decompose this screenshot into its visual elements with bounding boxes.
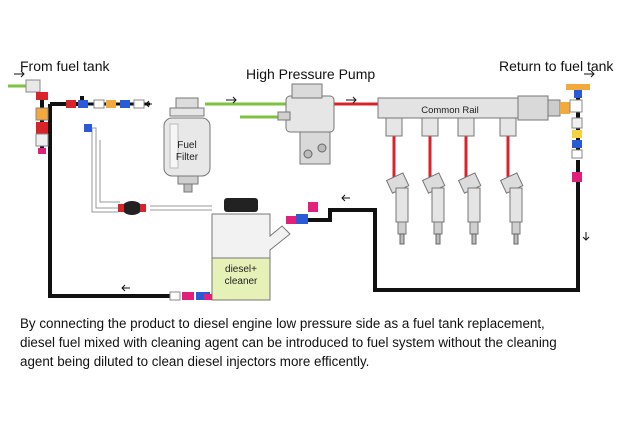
- supply-line: [8, 84, 290, 119]
- bypass-hose: [88, 127, 212, 213]
- container-connectors: [169, 202, 318, 301]
- caption: By connecting the product to diesel engi…: [20, 314, 610, 371]
- fuel-filter: Fuel Filter: [163, 97, 211, 193]
- cleaner-container: diesel+ cleaner: [211, 198, 291, 301]
- injector: [421, 172, 446, 245]
- fuel-tank-inlet-connector: [25, 79, 49, 154]
- injector: [385, 172, 410, 245]
- caption-line: By connecting the product to diesel engi…: [20, 316, 545, 331]
- injector: [457, 172, 482, 245]
- high-pressure-pump-label: High Pressure Pump: [246, 66, 376, 82]
- common-rail-label: Common Rail: [421, 105, 479, 116]
- fuel-filter-label-1: Fuel: [177, 140, 196, 151]
- hose-pump-bulb: [118, 201, 146, 215]
- flow-arrow: [14, 70, 595, 292]
- container-label-2: cleaner: [225, 276, 258, 287]
- injector: [499, 172, 524, 245]
- return-connectors: [566, 84, 590, 182]
- supply-connectors: [66, 99, 145, 132]
- caption-line: agent being diluted to clean diesel inje…: [20, 354, 370, 369]
- high-pressure-pump: [277, 83, 335, 165]
- caption-line: diesel fuel mixed with cleaning agent ca…: [20, 335, 557, 350]
- container-label-1: diesel+: [225, 264, 257, 275]
- return-to-fuel-tank-label: Return to fuel tank: [499, 58, 614, 74]
- fuel-filter-label-2: Filter: [176, 152, 199, 163]
- from-fuel-tank-label: From fuel tank: [20, 58, 110, 74]
- high-pressure-line: [332, 102, 510, 180]
- common-rail: Common Rail: [377, 95, 570, 137]
